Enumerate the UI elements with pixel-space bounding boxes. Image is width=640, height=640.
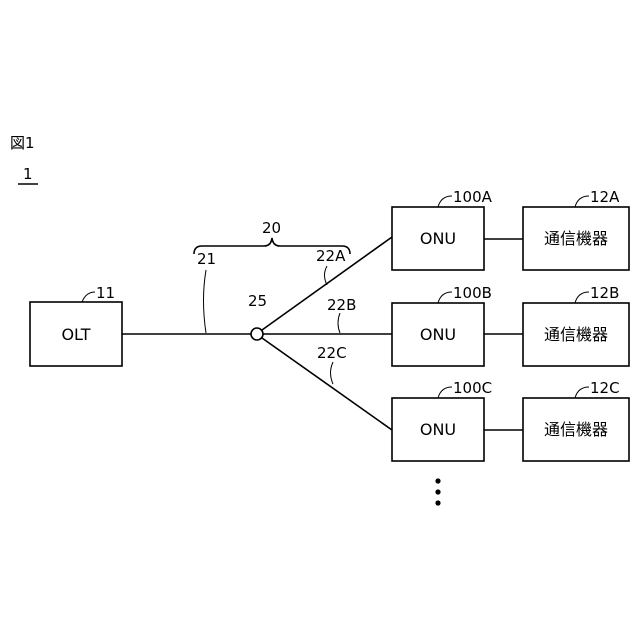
figure-title: 図1 [10, 134, 35, 152]
ellipsis-dot-3 [435, 500, 440, 505]
splitter-node [251, 328, 263, 340]
onu-label-b: ONU [420, 325, 456, 344]
device-label-c: 通信機器 [544, 420, 608, 439]
onu-leader-a [438, 196, 452, 207]
trunk-fiber-leader [204, 270, 207, 333]
branch-fiber-c-number: 22C [317, 344, 347, 362]
device-number-c: 12C [590, 379, 620, 397]
device-leader-a [575, 196, 589, 207]
branch-fiber-a-number: 22A [316, 247, 346, 265]
splitter-number: 25 [248, 292, 267, 310]
device-number-a: 12A [590, 188, 620, 206]
branch-fiber-c-leader [331, 362, 334, 384]
onu-leader-b [438, 292, 452, 303]
onu-block-c: ONU 100C [392, 379, 492, 461]
device-leader-b [575, 292, 589, 303]
onu-label-c: ONU [420, 420, 456, 439]
onu-label-a: ONU [420, 229, 456, 248]
olt-block: OLT 11 [30, 284, 122, 366]
olt-leader [82, 292, 95, 302]
ellipsis-dot-1 [435, 478, 440, 483]
branch-fiber-b-number: 22B [327, 296, 356, 314]
ellipsis-dot-2 [435, 489, 440, 494]
onu-leader-c [438, 387, 452, 398]
onu-number-b: 100B [453, 284, 492, 302]
device-number-b: 12B [590, 284, 619, 302]
olt-number: 11 [96, 284, 115, 302]
system-number: 1 [23, 165, 33, 183]
trunk-fiber-number: 21 [197, 250, 216, 268]
olt-label: OLT [61, 325, 90, 344]
device-leader-c [575, 387, 589, 398]
branch-fiber-b-leader [338, 313, 340, 333]
more-onus-ellipsis [435, 478, 440, 505]
network-number: 20 [262, 219, 281, 237]
device-block-b: 通信機器 12B [523, 284, 629, 366]
device-label-b: 通信機器 [544, 325, 608, 344]
device-block-c: 通信機器 12C [523, 379, 629, 461]
onu-number-a: 100A [453, 188, 493, 206]
onu-number-c: 100C [453, 379, 492, 397]
branch-fiber-a-leader [325, 266, 328, 285]
onu-block-b: ONU 100B [392, 284, 492, 366]
device-block-a: 通信機器 12A [523, 188, 629, 270]
device-label-a: 通信機器 [544, 229, 608, 248]
onu-block-a: ONU 100A [392, 188, 493, 270]
